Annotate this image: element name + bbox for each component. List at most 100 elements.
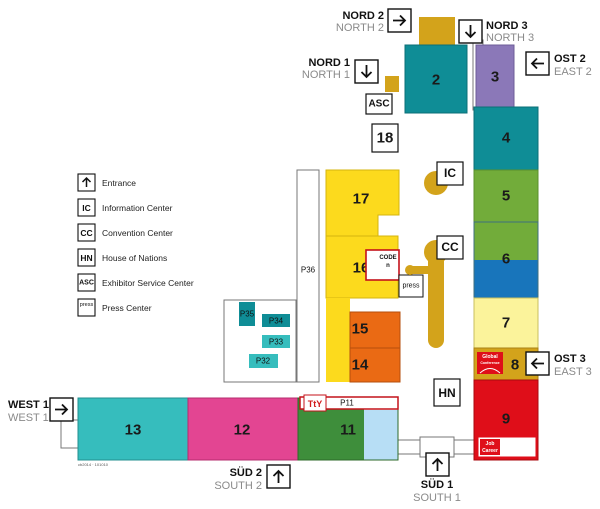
code-n-box[interactable]: CODE n xyxy=(365,249,400,281)
hall-5-label: 5 xyxy=(502,188,510,205)
entrance-west-1[interactable]: WEST 1 WEST 1 xyxy=(8,397,74,424)
hall-12-label: 12 xyxy=(234,422,251,439)
ost3-sublabel: EAST 3 xyxy=(554,366,592,378)
map-credit: cb2014 · 101010 xyxy=(78,462,109,467)
nord3-label: NORD 3 xyxy=(486,20,528,32)
arrow-right-icon xyxy=(55,403,69,416)
hn-label: HN xyxy=(438,386,455,400)
hall-4[interactable]: 4 xyxy=(473,106,539,171)
press-label: press xyxy=(402,283,420,290)
legend-cc-key: CC xyxy=(80,228,92,238)
press-center[interactable]: press xyxy=(398,274,424,298)
tty-text: TtY xyxy=(308,399,323,409)
arrow-right-icon xyxy=(393,14,407,27)
cc-label: CC xyxy=(441,240,459,254)
legend-house-of-nations: HN House of Nations xyxy=(77,248,167,267)
legend-press-center: press Press Center xyxy=(77,298,152,317)
legend-cc-text: Convention Center xyxy=(102,228,173,238)
global-conference-badge[interactable]: Global Conference xyxy=(477,352,503,374)
sued2-sublabel: SOUTH 2 xyxy=(214,480,262,492)
code-n-text: n xyxy=(386,263,390,269)
p32-label: P32 xyxy=(256,357,271,366)
hall-18-label: 18 xyxy=(377,130,394,147)
ost3-label: OST 3 xyxy=(554,353,586,365)
nord2-sublabel: NORTH 2 xyxy=(336,22,384,34)
entrance-ost-2[interactable]: OST 2 EAST 2 xyxy=(525,51,592,78)
legend-hn-text: House of Nations xyxy=(102,253,167,263)
p34-label: P34 xyxy=(269,317,284,326)
legend-ic-text: Information Center xyxy=(102,203,173,213)
asc-building[interactable]: ASC xyxy=(365,93,393,115)
entrance-nord-1[interactable]: NORD 1 NORTH 1 xyxy=(302,57,379,84)
hall-2-label: 2 xyxy=(432,72,440,89)
parking-p35[interactable]: P35 xyxy=(239,302,255,326)
hall-3-label: 3 xyxy=(491,69,499,86)
hall-15-label: 15 xyxy=(352,321,369,338)
legend: Entrance IC Information Center CC Conven… xyxy=(77,173,194,317)
parking-p36[interactable]: P36 xyxy=(301,266,316,275)
asc-label: ASC xyxy=(368,99,389,110)
hall-5[interactable]: 5 xyxy=(473,169,539,223)
sued2-label: SÜD 2 xyxy=(230,466,262,479)
ost2-sublabel: EAST 2 xyxy=(554,66,592,78)
parking-p32[interactable]: P32 xyxy=(249,354,278,368)
sued1-label: SÜD 1 xyxy=(421,478,453,491)
convention-center-building[interactable]: CC xyxy=(405,235,464,348)
entrance-sued-1[interactable]: SÜD 1 SOUTH 1 xyxy=(413,452,461,504)
entrance-ost-3[interactable]: OST 3 EAST 3 xyxy=(525,351,592,378)
nord1-sublabel: NORTH 1 xyxy=(302,69,350,81)
hall-9-label: 9 xyxy=(502,411,510,428)
hall-15[interactable]: 15 xyxy=(326,298,401,349)
hall-7[interactable]: 7 xyxy=(473,297,539,349)
arrow-up-icon xyxy=(431,457,444,471)
nord3-sublabel: NORTH 3 xyxy=(486,32,534,44)
p33-label: P33 xyxy=(269,338,284,347)
global-badge-subtext: Conference xyxy=(480,361,499,365)
p11-label: P11 xyxy=(340,399,354,408)
legend-hn-key: HN xyxy=(80,253,92,263)
job-badge-text: Job xyxy=(486,441,495,447)
legend-press-text: Press Center xyxy=(102,303,152,313)
legend-asc-key: ASC xyxy=(79,280,94,287)
hall-14[interactable]: 14 xyxy=(326,347,401,383)
connector-north xyxy=(419,17,455,45)
code-text: CODE xyxy=(379,255,396,261)
hall-14-label: 14 xyxy=(352,357,369,374)
legend-information-center: IC Information Center xyxy=(77,198,173,217)
legend-entrance-text: Entrance xyxy=(102,178,136,188)
hall-2[interactable]: 2 xyxy=(404,44,468,114)
connector-nord1 xyxy=(385,76,399,92)
hall-16-label: 16 xyxy=(353,260,370,277)
nord2-label: NORD 2 xyxy=(342,10,384,22)
parking-p34[interactable]: P34 xyxy=(262,314,290,327)
career-badge-text: Career xyxy=(482,448,498,454)
job-career-badge[interactable]: Job Career xyxy=(477,436,537,458)
arrow-left-icon xyxy=(530,357,544,370)
tty-badge[interactable]: TtY xyxy=(303,394,327,412)
legend-ic-key: IC xyxy=(82,203,91,213)
legend-asc-text: Exhibitor Service Center xyxy=(102,278,194,288)
arrow-down-icon xyxy=(360,65,373,79)
arrow-up-icon xyxy=(81,176,92,187)
hall-8-label: 8 xyxy=(511,357,519,374)
entrance-sued-2[interactable]: SÜD 2 SOUTH 2 xyxy=(214,464,291,492)
information-center-building[interactable]: IC xyxy=(424,161,464,195)
hall-17[interactable]: 17 xyxy=(325,169,400,237)
global-badge-text: Global xyxy=(482,354,498,360)
hall-18[interactable]: 18 xyxy=(371,123,399,153)
hall-6[interactable]: 6 xyxy=(473,221,539,299)
hall-11-label: 11 xyxy=(340,422,356,439)
west1-label: WEST 1 xyxy=(8,399,49,411)
hall-13[interactable]: 13 xyxy=(77,397,189,461)
hall-3[interactable]: 3 xyxy=(475,44,515,108)
arrow-up-icon xyxy=(272,469,285,483)
house-of-nations[interactable]: HN xyxy=(433,378,461,407)
legend-entrance: Entrance xyxy=(77,173,136,192)
entrance-nord-2[interactable]: NORD 2 NORTH 2 xyxy=(336,8,412,34)
hall-12[interactable]: 12 xyxy=(187,397,299,461)
entrance-nord-3[interactable]: NORD 3 NORTH 3 xyxy=(458,19,534,44)
west1-sublabel: WEST 1 xyxy=(8,412,49,424)
legend-press-key: press xyxy=(80,302,94,308)
sued1-sublabel: SOUTH 1 xyxy=(413,492,461,504)
parking-p33[interactable]: P33 xyxy=(262,335,290,348)
